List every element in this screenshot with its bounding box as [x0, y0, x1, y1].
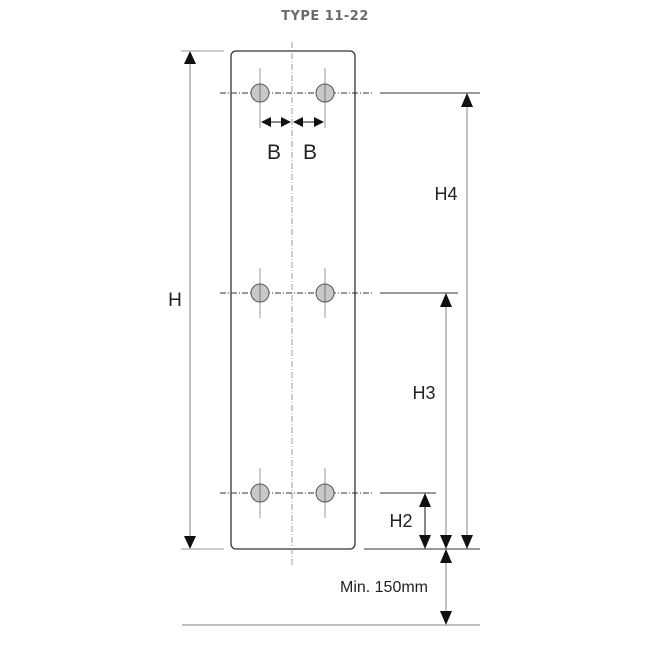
arrow-up-icon: [184, 51, 196, 64]
dimension-label-min-clearance: Min. 150mm: [340, 579, 428, 596]
right-reference-lines: [364, 92, 480, 550]
min-clearance-dimension: [440, 549, 452, 625]
h4-dimension: [461, 93, 473, 549]
arrow-down-icon: [440, 611, 452, 625]
dimension-label-h2: H2: [389, 511, 412, 531]
dimension-label-b-right: B: [303, 141, 317, 164]
h-dimension: [184, 51, 196, 549]
hole-crosshairs: [259, 84, 326, 502]
hole-row-centerlines: [220, 92, 372, 494]
arrow-right-icon: [314, 117, 324, 127]
arrow-down-icon: [419, 535, 431, 549]
arrow-down-icon: [184, 536, 196, 549]
mounting-plate: [230, 50, 356, 550]
dimension-label-h4: H4: [434, 184, 457, 204]
arrow-left-icon: [261, 117, 271, 127]
h3-dimension: [440, 293, 452, 549]
dimension-label-h3: H3: [412, 383, 435, 403]
arrow-up-icon: [440, 293, 452, 307]
dimension-label-h: H: [168, 290, 182, 311]
arrow-down-icon: [440, 535, 452, 549]
h-extension-lines: [181, 50, 224, 550]
dimension-label-b-left: B: [267, 141, 281, 164]
diagram-title: TYPE 11-22: [281, 9, 369, 24]
arrow-down-icon: [461, 535, 473, 549]
h2-dimension: [419, 493, 431, 549]
b-dimension-arrows: [261, 117, 324, 127]
arrow-left-icon: [293, 117, 303, 127]
arrow-up-icon: [461, 93, 473, 107]
arrow-up-icon: [419, 493, 431, 507]
arrow-right-icon: [281, 117, 291, 127]
arrow-up-icon: [440, 549, 452, 563]
